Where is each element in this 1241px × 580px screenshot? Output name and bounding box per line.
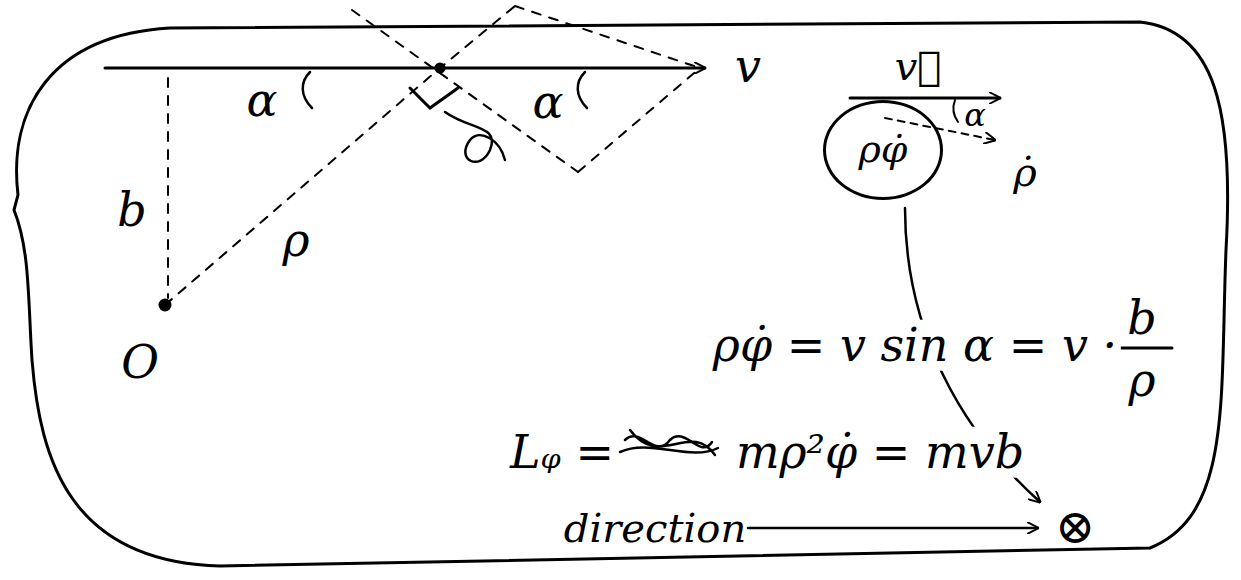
outline-blob bbox=[14, 22, 1228, 566]
impact-parameter-label: b bbox=[117, 185, 146, 236]
equation-label: Lᵩ = bbox=[506, 427, 618, 478]
vector-label: v⃗ bbox=[895, 44, 942, 88]
origin-dot bbox=[160, 300, 170, 310]
numerator-label: b bbox=[1127, 293, 1156, 344]
component-dashed bbox=[515, 6, 700, 172]
fraction-bar bbox=[1115, 347, 1172, 350]
impact-dashed bbox=[167, 78, 169, 298]
radial-rate-label: ρ̇ bbox=[1013, 150, 1037, 194]
angle-label: α bbox=[964, 98, 986, 133]
angle-label: α bbox=[532, 77, 563, 128]
circle-callout: ρφ̇ bbox=[823, 100, 943, 200]
note-label: direction bbox=[564, 506, 746, 550]
direction-arrow bbox=[748, 527, 1038, 530]
denominator-label: ρ bbox=[1128, 355, 1155, 406]
radius-dashed bbox=[165, 6, 515, 305]
direction-symbol: ⊗ bbox=[1055, 500, 1095, 553]
crossed-out-scribble bbox=[620, 430, 718, 455]
velocity-label: v bbox=[735, 41, 761, 92]
origin-label: O bbox=[121, 337, 159, 388]
curl-mark bbox=[445, 112, 505, 162]
equation-label: ρφ̇ = v sin α = v · bbox=[709, 320, 1121, 371]
radius-label: ρ bbox=[282, 215, 309, 266]
inset-arc bbox=[953, 100, 958, 122]
node-text: ρφ̇ bbox=[859, 129, 908, 171]
perp-dashed bbox=[352, 10, 578, 172]
angle-label: α bbox=[246, 75, 277, 126]
trajectory-line bbox=[105, 67, 705, 70]
right-angle bbox=[410, 88, 458, 108]
equation-label: mρ²φ̇ = mvb bbox=[732, 427, 1028, 478]
point bbox=[436, 64, 444, 72]
angle-arc bbox=[303, 72, 312, 108]
angle-arc bbox=[578, 72, 587, 108]
